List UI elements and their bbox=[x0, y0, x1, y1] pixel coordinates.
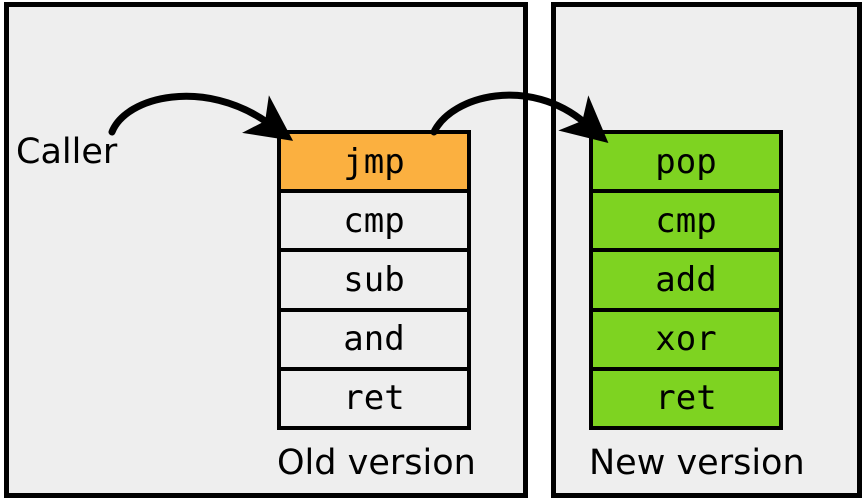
instruction-box-old-0: jmp bbox=[277, 130, 471, 190]
instruction-box-old-1: cmp bbox=[277, 189, 471, 249]
caption-new-version: New version bbox=[589, 443, 805, 483]
instruction-label: add bbox=[655, 260, 717, 300]
instruction-label: ret bbox=[343, 378, 405, 419]
instruction-label: xor bbox=[655, 319, 717, 360]
instruction-box-new-1: cmp bbox=[589, 189, 783, 249]
instruction-box-new-3: xor bbox=[589, 307, 783, 367]
instruction-box-old-3: and bbox=[277, 307, 471, 367]
caption-old-version: Old version bbox=[277, 443, 476, 483]
instruction-label: cmp bbox=[655, 200, 717, 241]
instruction-box-old-4: ret bbox=[277, 366, 471, 431]
instruction-box-new-4: ret bbox=[589, 366, 783, 431]
instruction-stack-old: jmp cmp sub and ret bbox=[277, 130, 471, 431]
instruction-label: cmp bbox=[343, 200, 405, 241]
instruction-label: jmp bbox=[343, 141, 405, 182]
instruction-box-new-0: pop bbox=[589, 130, 783, 190]
instruction-label: sub bbox=[343, 260, 405, 300]
instruction-label: and bbox=[343, 319, 405, 360]
instruction-box-old-2: sub bbox=[277, 248, 471, 308]
caller-label: Caller bbox=[16, 132, 118, 172]
instruction-label: pop bbox=[655, 141, 717, 182]
instruction-stack-new: pop cmp add xor ret bbox=[589, 130, 783, 431]
instruction-label: ret bbox=[655, 378, 717, 419]
instruction-box-new-2: add bbox=[589, 248, 783, 308]
